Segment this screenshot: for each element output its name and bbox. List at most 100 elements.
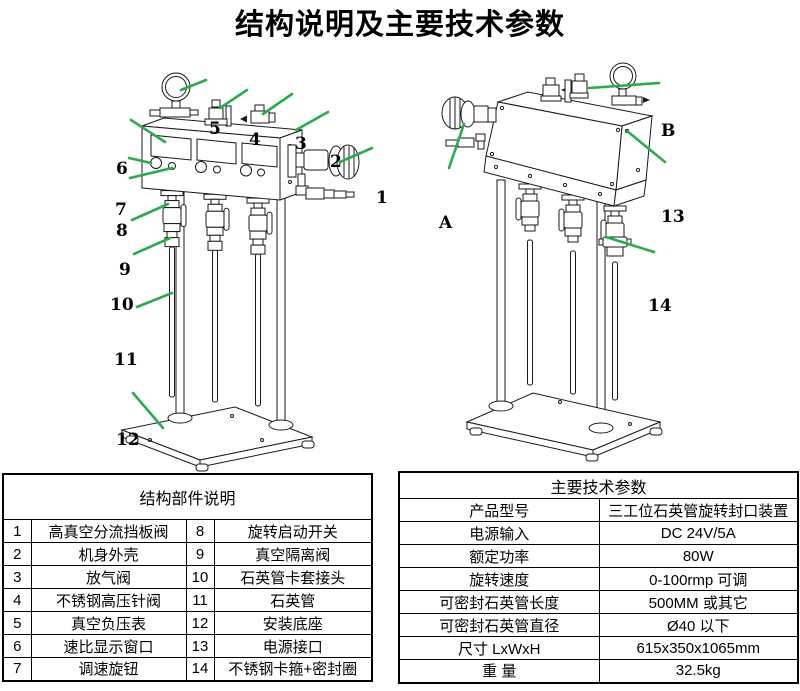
part-name: 速比显示窗口 xyxy=(30,634,187,658)
table-header-row: 主要技术参数 xyxy=(398,471,799,499)
table-row: 产品型号 三工位石英管旋转封口装置 xyxy=(398,498,799,522)
table-row: 旋转速度 0-100rmp 可调 xyxy=(398,567,799,591)
top-vent-valve xyxy=(540,77,568,102)
page-title: 结构说明及主要技术参数 xyxy=(234,9,565,41)
spec-label: 可密封石英管长度 xyxy=(398,590,600,614)
leader-lines xyxy=(447,81,667,254)
leader-lines xyxy=(127,78,374,430)
part-number: 3 xyxy=(2,565,32,589)
part-number: 5 xyxy=(2,611,32,635)
table-row: 2 机身外壳 9 真空隔离阀 xyxy=(2,542,373,566)
part-name: 石英管 xyxy=(213,588,373,612)
vacuum-gauge xyxy=(609,62,650,106)
baffle-valve xyxy=(287,144,360,200)
callout-label-12: 12 xyxy=(116,430,140,450)
part-name: 调速旋钮 xyxy=(30,657,187,681)
table-row: 5 真空负压表 12 安装底座 xyxy=(2,611,373,635)
speed-knobs xyxy=(150,157,265,177)
part-name: 石英管卡套接头 xyxy=(213,565,373,589)
spec-label: 尺寸 LxWxH xyxy=(398,636,600,660)
callout-label-9: 9 xyxy=(119,260,131,280)
spec-value: 32.5kg xyxy=(598,659,799,683)
spec-value: 615x350x1065mm xyxy=(598,636,799,660)
part-number: 10 xyxy=(185,565,215,589)
spec-label: 电源输入 xyxy=(398,521,600,545)
part-name: 真空负压表 xyxy=(30,611,187,635)
part-number: 9 xyxy=(185,542,215,566)
callout-label-11: 11 xyxy=(114,350,138,370)
spec-value: 0-100rmp 可调 xyxy=(598,567,799,591)
table-row: 重 量 32.5kg xyxy=(398,659,799,683)
part-name: 放气阀 xyxy=(30,565,187,589)
front-view-diagram xyxy=(120,72,374,472)
table-row: 3 放气阀 10 石英管卡套接头 xyxy=(2,565,373,589)
callout-label-b: B xyxy=(661,121,676,141)
figure-area: 1 2 3 4 5 6 7 8 9 10 11 12 A B 13 14 xyxy=(0,50,800,472)
part-name: 旋转启动开关 xyxy=(213,519,373,543)
part-name: 电源接口 xyxy=(213,634,373,658)
callout-label-2: 2 xyxy=(330,152,342,172)
vacuum-gauge xyxy=(149,72,199,118)
spec-label: 额定功率 xyxy=(398,544,600,568)
parts-table: 结构部件说明 1 高真空分流挡板阀 8 旋转启动开关 2 机身外壳 9 真空隔离… xyxy=(2,473,374,682)
callout-label-8: 8 xyxy=(116,221,128,241)
quartz-tubes xyxy=(169,246,261,407)
specs-table: 主要技术参数 产品型号 三工位石英管旋转封口装置 电源输入 DC 24V/5A … xyxy=(398,471,800,684)
part-number: 1 xyxy=(2,519,32,543)
baffle-valve-knob-a xyxy=(441,96,497,150)
table-row: 可密封石英管直径 Ø40 以下 xyxy=(398,613,799,637)
table-row: 4 不锈钢高压针阀 11 石英管 xyxy=(2,588,373,612)
callout-label-3: 3 xyxy=(295,134,307,154)
part-number: 14 xyxy=(185,657,215,681)
part-number: 13 xyxy=(185,634,215,658)
table-row: 7 调速旋钮 14 不锈钢卡箍+密封圈 xyxy=(2,657,373,681)
part-name: 不锈钢卡箍+密封圈 xyxy=(213,657,373,681)
needle-valve xyxy=(204,99,232,127)
part-name: 真空隔离阀 xyxy=(213,542,373,566)
table-row: 尺寸 LxWxH 615x350x1065mm xyxy=(398,636,799,660)
part-number: 6 xyxy=(2,634,32,658)
part-name: 高真空分流挡板阀 xyxy=(30,519,187,543)
valve-stations xyxy=(515,183,632,257)
table-header-row: 结构部件说明 xyxy=(2,473,373,520)
spec-label: 旋转速度 xyxy=(398,567,600,591)
table-row: 额定功率 80W xyxy=(398,544,799,568)
vent-valve xyxy=(240,104,276,124)
machine-body xyxy=(483,91,654,207)
spec-value: 80W xyxy=(598,544,799,568)
parts-table-title: 结构部件说明 xyxy=(2,473,373,520)
quartz-tubes xyxy=(527,239,618,401)
spec-label: 重 量 xyxy=(398,659,600,683)
callout-label-13: 13 xyxy=(661,207,685,227)
spec-value: 500MM 或其它 xyxy=(598,590,799,614)
part-number: 12 xyxy=(185,611,215,635)
valve-stations xyxy=(160,190,273,255)
table-row: 可密封石英管长度 500MM 或其它 xyxy=(398,590,799,614)
part-name: 不锈钢高压针阀 xyxy=(30,588,187,612)
part-name: 机身外壳 xyxy=(30,542,187,566)
mounting-base xyxy=(120,406,315,472)
spec-value: Ø40 以下 xyxy=(598,613,799,637)
specs-table-title: 主要技术参数 xyxy=(398,471,799,499)
spec-value: 三工位石英管旋转封口装置 xyxy=(598,498,799,522)
rear-view-diagram xyxy=(441,62,667,462)
part-number: 4 xyxy=(2,588,32,612)
callout-label-6: 6 xyxy=(116,159,128,179)
stand-posts xyxy=(496,179,606,429)
callout-label-5: 5 xyxy=(209,119,221,139)
table-row: 6 速比显示窗口 13 电源接口 xyxy=(2,634,373,658)
part-name: 安装底座 xyxy=(213,611,373,635)
mounting-base xyxy=(465,392,663,462)
needle-valve-b xyxy=(564,73,589,103)
spec-label: 产品型号 xyxy=(398,498,600,522)
clamp-ring xyxy=(598,236,632,257)
callout-label-4: 4 xyxy=(249,130,261,150)
part-number: 8 xyxy=(185,519,215,543)
part-number: 11 xyxy=(185,588,215,612)
spec-label: 可密封石英管直径 xyxy=(398,613,600,637)
callout-label-7: 7 xyxy=(115,200,127,220)
callout-label-14: 14 xyxy=(648,296,672,316)
spec-value: DC 24V/5A xyxy=(598,521,799,545)
callout-label-a: A xyxy=(439,213,453,233)
